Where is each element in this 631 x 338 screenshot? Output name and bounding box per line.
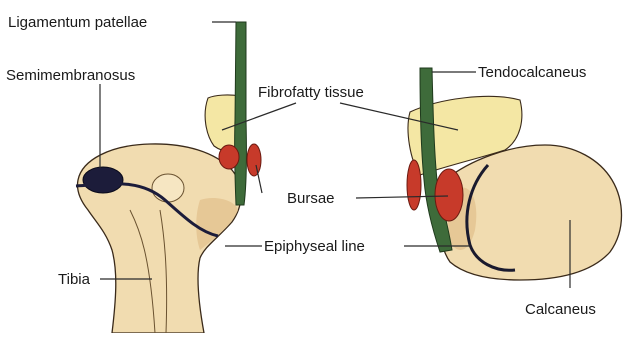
heel-bursa-1 xyxy=(407,160,421,210)
label-semimembranosus: Semimembranosus xyxy=(6,67,135,84)
tibia-shading xyxy=(196,198,238,250)
heel-region xyxy=(407,68,622,280)
tibia-tubercle xyxy=(152,174,184,202)
label-epiphyseal-line: Epiphyseal line xyxy=(264,238,365,255)
ligamentum-patellae-tendon xyxy=(235,22,247,205)
label-fibrofatty-tissue: Fibrofatty tissue xyxy=(258,84,364,101)
knee-bursa-2 xyxy=(247,144,261,176)
label-bursae: Bursae xyxy=(287,190,335,207)
knee-bursa-1 xyxy=(219,145,239,169)
heel-bursa-2 xyxy=(435,169,463,221)
label-calcaneus: Calcaneus xyxy=(525,301,596,318)
label-tendocalcaneus: Tendocalcaneus xyxy=(478,64,586,81)
semimembranosus-insertion xyxy=(83,167,123,193)
label-tibia: Tibia xyxy=(58,271,91,288)
label-ligamentum-patellae: Ligamentum patellae xyxy=(8,14,147,31)
